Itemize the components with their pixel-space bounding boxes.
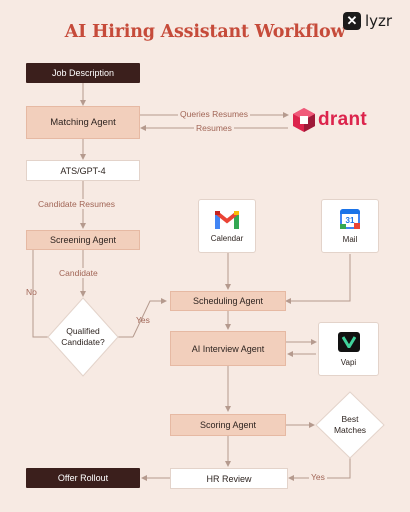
edge-mail-scheduling bbox=[285, 254, 351, 304]
calendar-label: Calendar bbox=[210, 233, 244, 243]
node-offer-rollout: Offer Rollout bbox=[26, 468, 140, 488]
node-best-matches: Best Matches bbox=[333, 414, 367, 435]
label-candidate: Candidate bbox=[57, 268, 100, 278]
mail-label: Mail bbox=[342, 234, 358, 244]
vapi-icon bbox=[337, 331, 360, 352]
node-qualified-candidate: Qualified Candidate? bbox=[61, 326, 105, 347]
label-yes-best: Yes bbox=[309, 472, 327, 482]
vapi-label: Vapi bbox=[340, 357, 357, 367]
qualified-diamond bbox=[47, 297, 119, 377]
node-scoring-agent: Scoring Agent bbox=[170, 414, 286, 436]
lyzr-logo: ✕ lyzr bbox=[343, 12, 392, 30]
gmail-icon bbox=[215, 210, 239, 229]
label-queries-resumes: Queries Resumes bbox=[178, 109, 251, 119]
qdrant-wordmark: drant bbox=[318, 109, 367, 130]
node-ai-interview-agent: AI Interview Agent bbox=[170, 331, 286, 366]
qdrant-icon bbox=[293, 108, 315, 132]
google-calendar-icon: 31 bbox=[340, 208, 360, 229]
node-scheduling-agent: Scheduling Agent bbox=[170, 291, 286, 311]
lyzr-logo-text: lyzr bbox=[365, 12, 393, 30]
node-calendar: Calendar bbox=[198, 199, 256, 253]
node-matching-agent: Matching Agent bbox=[26, 106, 140, 139]
node-hr-review: HR Review bbox=[170, 468, 288, 489]
node-mail: 31 Mail bbox=[321, 199, 379, 253]
page-title: AI Hiring Assistant Workflow bbox=[64, 22, 346, 42]
best-matches-diamond bbox=[315, 391, 385, 459]
node-ats-gpt4: ATS/GPT-4 bbox=[26, 160, 140, 181]
edge-yes-scheduling-2 bbox=[132, 298, 167, 338]
label-no: No bbox=[26, 287, 37, 297]
node-job-description: Job Description bbox=[26, 63, 140, 83]
label-candidate-resumes: Candidate Resumes bbox=[36, 199, 118, 209]
qdrant-logo: drant bbox=[292, 107, 367, 133]
lyzr-logo-icon: ✕ bbox=[343, 12, 361, 30]
node-vapi: Vapi bbox=[318, 322, 379, 376]
label-yes-qualified: Yes bbox=[136, 315, 150, 325]
label-resumes: Resumes bbox=[194, 123, 234, 133]
google-calendar-date: 31 bbox=[345, 215, 355, 225]
node-screening-agent: Screening Agent bbox=[26, 230, 140, 250]
